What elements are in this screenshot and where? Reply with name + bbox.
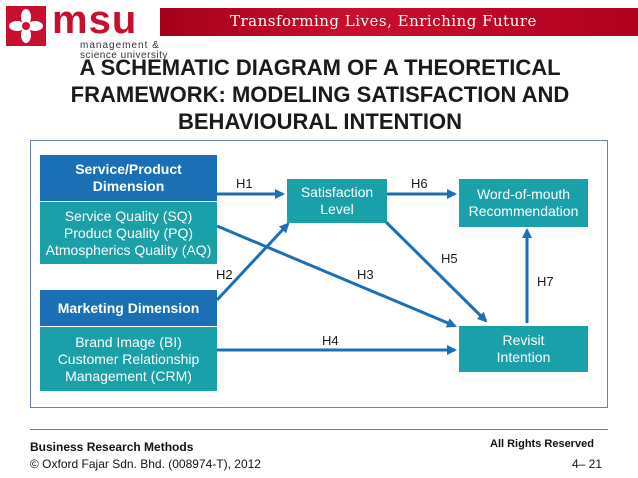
title-line-2: FRAMEWORK: MODELING SATISFACTION AND — [70, 82, 570, 107]
arrow-h3 — [216, 224, 457, 328]
service-header-line-1: Service/Product — [75, 161, 182, 177]
revisit-line-2: Intention — [496, 349, 551, 365]
marketing-item: Management (CRM) — [65, 367, 192, 384]
footer-copyright: © Oxford Fajar Sdn. Bhd. (008974-T), 201… — [30, 457, 261, 471]
title-line-3: BEHAVIOURAL INTENTION — [178, 109, 462, 134]
marketing-item: Brand Image (BI) — [75, 333, 182, 350]
diagram-frame — [30, 140, 608, 408]
slide-title: A SCHEMATIC DIAGRAM OF A THEORETICAL FRA… — [40, 54, 600, 135]
word-of-mouth-box: Word-of-mouth Recommendation — [459, 179, 588, 227]
label-h1: H1 — [236, 176, 253, 191]
footer-course: Business Research Methods — [30, 440, 194, 454]
revisit-intention-box: Revisit Intention — [459, 326, 588, 372]
revisit-line-1: Revisit — [502, 332, 545, 348]
label-h5: H5 — [441, 251, 458, 266]
marketing-items: Brand Image (BI) Customer Relationship M… — [40, 327, 217, 391]
label-h3: H3 — [357, 267, 374, 282]
tagline: Transforming Lives, Enriching Future — [230, 12, 537, 30]
label-h6: H6 — [411, 176, 428, 191]
label-h2: H2 — [216, 267, 233, 282]
logo-subtitle-1: management & — [80, 40, 160, 51]
banner-strip — [160, 8, 638, 36]
satisfaction-line-1: Satisfaction — [300, 184, 374, 200]
slide-number: 4– 21 — [572, 457, 603, 471]
footer-rights: All Rights Reserved — [490, 438, 594, 450]
service-product-items: Service Quality (SQ) Product Quality (PQ… — [40, 202, 217, 264]
title-line-1: A SCHEMATIC DIAGRAM OF A THEORETICAL — [79, 55, 561, 80]
marketing-header-label: Marketing Dimension — [57, 299, 200, 316]
service-product-header: Service/Product Dimension — [40, 155, 217, 201]
hibiscus-logo-icon — [6, 6, 46, 46]
arrow-h2 — [215, 222, 290, 302]
footer-divider — [30, 429, 608, 430]
logo-subtitle-2: science university — [80, 50, 168, 61]
service-header-line-2: Dimension — [92, 178, 165, 194]
arrow-h5 — [384, 220, 488, 323]
wom-line-2: Recommendation — [468, 203, 579, 219]
marketing-header: Marketing Dimension — [40, 290, 217, 326]
satisfaction-line-2: Level — [320, 201, 354, 217]
service-item: Product Quality (PQ) — [63, 224, 194, 241]
wom-line-1: Word-of-mouth — [476, 186, 571, 202]
satisfaction-level-box: Satisfaction Level — [287, 179, 387, 223]
label-h4: H4 — [322, 333, 339, 348]
logo-wordmark: msu — [52, 0, 138, 42]
service-item: Service Quality (SQ) — [64, 207, 193, 224]
label-h7: H7 — [537, 274, 554, 289]
marketing-item: Customer Relationship — [57, 350, 200, 367]
header-banner: Transforming Lives, Enriching Future msu… — [0, 0, 638, 61]
service-item: Atmospherics Quality (AQ) — [45, 241, 212, 258]
